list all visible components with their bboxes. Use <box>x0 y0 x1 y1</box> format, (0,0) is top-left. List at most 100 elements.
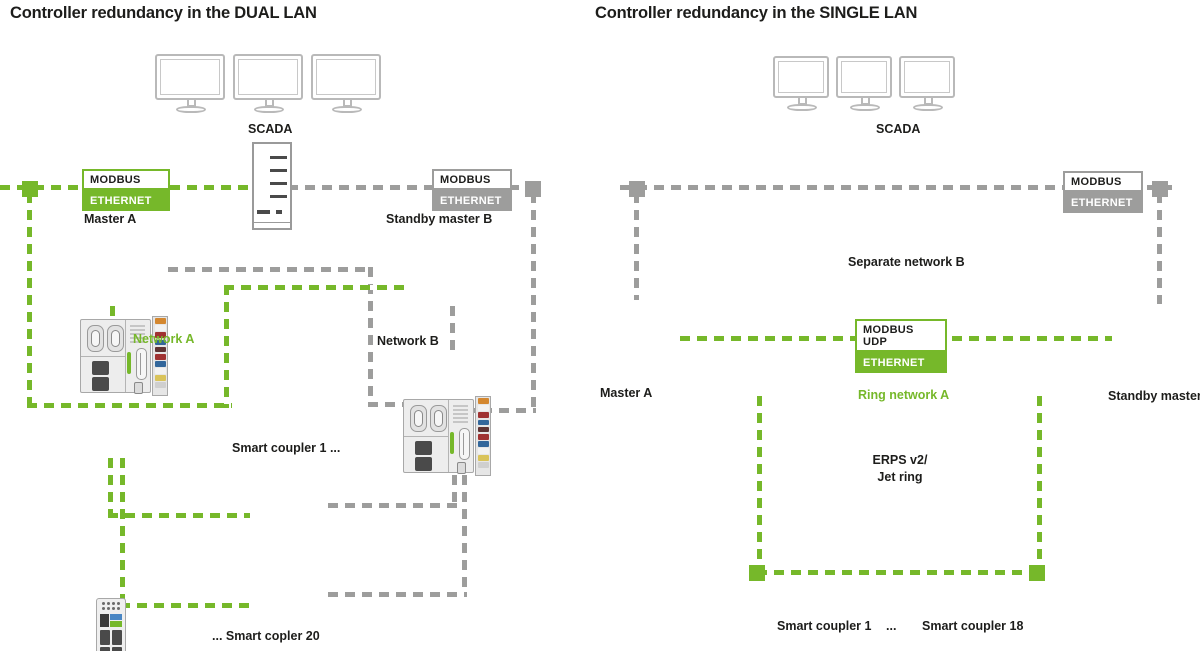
monitor-stand-base <box>254 106 284 113</box>
scada-label: SCADA <box>876 122 921 136</box>
brand-mark <box>127 352 131 374</box>
dsub-connector-icon <box>87 325 104 352</box>
smart-coupler-1-label: Smart coupler 1 ... <box>232 441 341 455</box>
gray-link-line <box>620 185 1172 190</box>
modbus-ethernet-badge-gray: MODBUS ETHERNET <box>1063 171 1143 213</box>
gray-link-line <box>288 185 532 190</box>
right-diagram-title: Controller redundancy in the SINGLE LAN <box>595 4 918 22</box>
green-junction-node <box>22 181 38 197</box>
transport-label: ETHERNET <box>82 190 170 211</box>
green-link-line <box>108 458 113 518</box>
gray-junction-node <box>629 181 645 197</box>
dsub-connector-icon <box>107 325 124 352</box>
scada-label: SCADA <box>248 122 293 136</box>
plc-divider <box>448 400 449 472</box>
monitor-screen-inner <box>841 61 887 93</box>
rj45-port-icon <box>92 377 109 391</box>
monitor-stand-base <box>850 104 880 111</box>
erps-line1: ERPS v2/ <box>872 453 928 467</box>
gray-junction-node <box>525 181 541 197</box>
monitor-screen <box>155 54 225 100</box>
dsub-connector-icon <box>410 405 427 432</box>
gray-link-line <box>462 458 467 597</box>
ring-network-a-label: Ring network A <box>858 388 950 402</box>
server-drive-bay <box>270 169 287 172</box>
switch-green-stripe <box>110 621 122 627</box>
green-link-line <box>1037 396 1042 570</box>
monitor-stand-base <box>176 106 206 113</box>
gray-junction-node <box>1152 181 1168 197</box>
gray-link-line <box>531 193 536 413</box>
monitor-screen <box>233 54 303 100</box>
protocol-label: MODBUS <box>82 169 170 190</box>
latch-slot <box>459 428 470 460</box>
plc-divider <box>404 436 448 437</box>
network-b-label: Network B <box>377 334 439 348</box>
terminal-strip <box>475 396 491 476</box>
gray-link-line <box>450 306 455 354</box>
green-link-line <box>120 458 125 608</box>
switch-port-grid <box>100 630 122 651</box>
rj45-port-icon <box>92 361 109 375</box>
monitor-icon <box>899 56 957 111</box>
gray-link-line <box>168 267 373 272</box>
gray-link-line <box>465 408 536 413</box>
coupler-ellipsis-label: ... <box>886 619 897 633</box>
green-link-line <box>108 513 250 518</box>
transport-label: ETHERNET <box>855 352 947 373</box>
modbus-udp-ethernet-badge: MODBUS UDP ETHERNET <box>855 319 947 373</box>
usb-port-icon <box>457 462 466 474</box>
gray-link-line <box>368 267 373 407</box>
smart-coupler-20-label: ... Smart copler 20 <box>212 629 320 643</box>
monitor-stand-base <box>332 106 362 113</box>
green-link-line <box>224 285 229 408</box>
erps-line2: Jet ring <box>877 470 923 484</box>
server-vent <box>257 210 270 214</box>
protocol-label: MODBUS UDP <box>855 319 947 352</box>
left-diagram-title: Controller redundancy in the DUAL LAN <box>10 4 317 22</box>
protocol-label: MODBUS <box>432 169 512 190</box>
terminal-strip <box>152 316 168 396</box>
green-link-line <box>27 193 32 408</box>
green-link-line <box>224 285 406 290</box>
monitor-screen <box>773 56 829 98</box>
monitor-screen <box>899 56 955 98</box>
switch-network-a-device <box>96 598 126 651</box>
master-a-label: Master A <box>84 212 137 226</box>
monitor-stand-base <box>913 104 943 111</box>
green-link-line <box>757 396 762 570</box>
dip-switch-block <box>453 405 468 425</box>
dip-switch-block <box>130 325 145 345</box>
network-a-label: Network A <box>133 332 195 346</box>
monitor-icon <box>836 56 894 111</box>
switch-vent-dots <box>102 602 120 610</box>
dsub-connector-icon <box>430 405 447 432</box>
rj45-port-icon <box>415 457 432 471</box>
plc-divider <box>81 356 125 357</box>
erps-annotation: ERPS v2/ Jet ring <box>845 452 955 486</box>
monitor-screen-inner <box>316 59 376 95</box>
transport-label: ETHERNET <box>432 190 512 211</box>
monitor-icon <box>311 54 383 113</box>
plc-body <box>80 319 151 394</box>
master-a-label: Master A <box>600 386 653 400</box>
green-link-line <box>27 403 232 408</box>
monitor-screen-inner <box>160 59 220 95</box>
smart-coupler-18-label: Smart coupler 18 <box>922 619 1024 633</box>
monitor-screen-inner <box>904 61 950 93</box>
plc-divider <box>125 320 126 392</box>
gray-link-line <box>452 458 457 508</box>
separate-network-b-label: Separate network B <box>848 255 965 269</box>
protocol-label: MODBUS <box>1063 171 1143 192</box>
latch-slot <box>136 348 147 380</box>
usb-port-icon <box>134 382 143 394</box>
monitor-icon <box>155 54 227 113</box>
switch-status-block <box>100 614 109 627</box>
scada-server-icon <box>252 142 292 230</box>
plc-master-a-device <box>80 316 168 396</box>
plc-standby-master-b-device <box>403 396 491 476</box>
monitor-icon <box>233 54 305 113</box>
green-junction-node <box>749 565 765 581</box>
monitor-screen <box>311 54 381 100</box>
